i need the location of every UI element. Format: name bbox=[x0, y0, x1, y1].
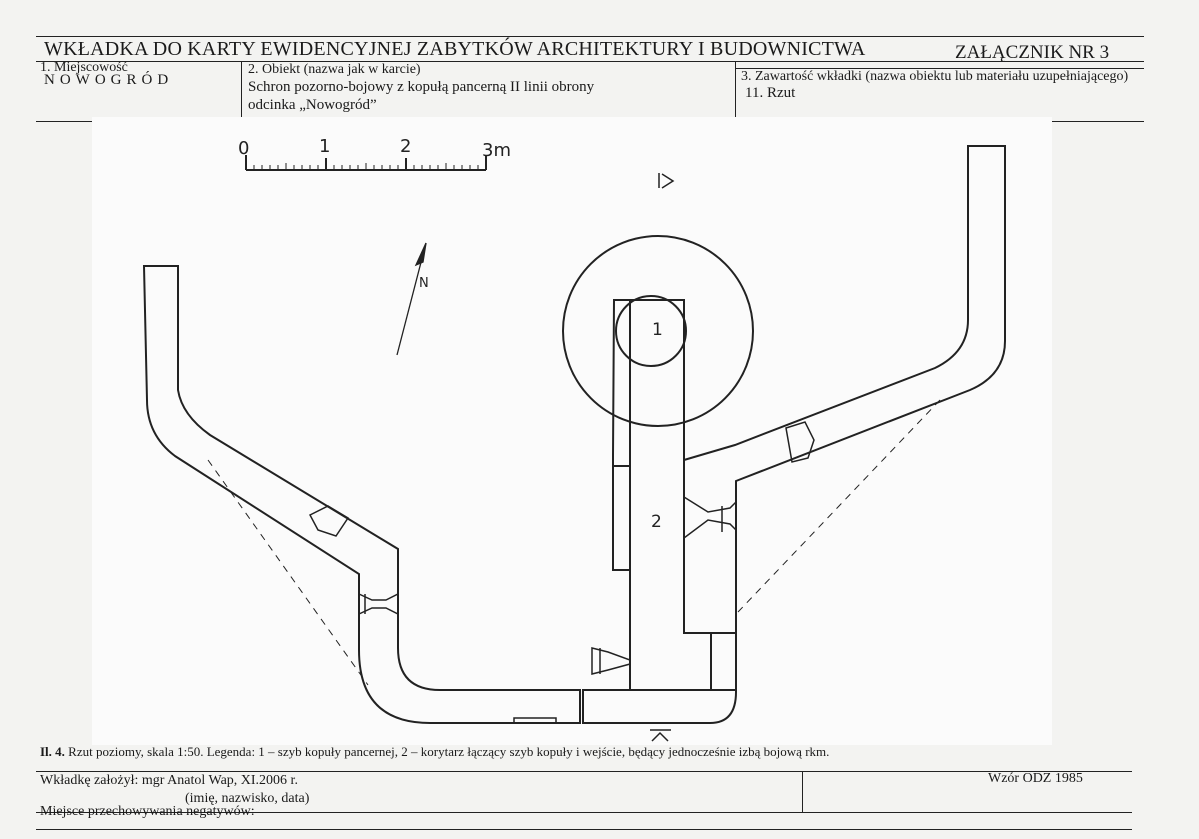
storage-label: Miejsce przechowywania negatywów: bbox=[40, 804, 255, 819]
footer-divider bbox=[802, 771, 803, 813]
figure-caption: Il. 4. Rzut poziomy, skala 1:50. Legenda… bbox=[40, 744, 829, 760]
footer-mid-border bbox=[36, 812, 1132, 813]
content-divider bbox=[735, 68, 1144, 69]
floor-plan-svg: 0 1 2 3m N 1 2 bbox=[142, 136, 1006, 742]
entrance-block bbox=[710, 632, 737, 691]
place-value: NOWOGRÓD bbox=[44, 72, 174, 88]
field-divider-1 bbox=[241, 61, 242, 121]
embrasure-left-arm bbox=[308, 505, 350, 537]
scale-label-2: 2 bbox=[400, 136, 411, 157]
footer-top-border bbox=[36, 771, 1132, 772]
content-label: 3. Zawartość wkładki (nazwa obiektu lub … bbox=[741, 69, 1129, 84]
room-label-2: 2 bbox=[651, 512, 662, 532]
content-value: 11. Rzut bbox=[745, 85, 796, 101]
firing-sectors bbox=[207, 399, 941, 686]
scale-bar bbox=[245, 155, 487, 171]
caption-text: Rzut poziomy, skala 1:50. Legenda: 1 – s… bbox=[64, 744, 830, 759]
scale-label-1: 1 bbox=[319, 136, 330, 157]
footer-bottom-border bbox=[36, 829, 1132, 830]
embrasure-corridor bbox=[683, 495, 737, 540]
right-corridor-wall bbox=[582, 145, 1006, 724]
place-label: 1. Miejscowość bbox=[40, 60, 128, 75]
sheet-title: WKŁADKA DO KARTY EWIDENCYJNEJ ZABYTKÓW A… bbox=[44, 38, 866, 60]
caption-number: Il. 4. bbox=[40, 744, 65, 759]
attachment-number: ZAŁĄCZNIK NR 3 bbox=[955, 42, 1110, 63]
embrasure-entrance bbox=[591, 647, 631, 675]
scale-label-0: 0 bbox=[238, 138, 249, 159]
object-value-line1: Schron pozorno-bojowy z kopułą pancerną … bbox=[248, 79, 595, 95]
author-text: Wkładkę założył: mgr Anatol Wap, XI.2006… bbox=[40, 773, 298, 788]
left-corridor-wall bbox=[142, 265, 581, 724]
object-value-line2: odcinka „Nowogród” bbox=[248, 97, 377, 113]
field-divider-2 bbox=[735, 61, 736, 121]
embrasure-left-lower bbox=[358, 592, 399, 616]
top-border bbox=[36, 36, 1144, 37]
room-label-1: 1 bbox=[652, 320, 663, 340]
floor-plan-drawing: 0 1 2 3m N 1 2 bbox=[92, 117, 1052, 745]
drain-opening bbox=[513, 717, 557, 724]
dome-inner-circle bbox=[615, 295, 687, 367]
section-marker-bottom bbox=[650, 729, 671, 742]
connecting-corridor bbox=[612, 299, 712, 691]
template-label: Wzór ODZ 1985 bbox=[988, 771, 1083, 786]
embrasure-right-arm bbox=[785, 421, 815, 463]
object-label: 2. Obiekt (nazwa jak w karcie) bbox=[248, 62, 421, 77]
author-hint: (imię, nazwisko, data) bbox=[185, 791, 310, 806]
dome-outer-circle bbox=[562, 235, 754, 427]
north-label: N bbox=[419, 276, 429, 291]
north-arrow bbox=[396, 242, 427, 356]
scale-label-3m: 3m bbox=[482, 140, 511, 161]
section-marker-top bbox=[658, 173, 675, 189]
title-divider bbox=[36, 61, 1144, 62]
